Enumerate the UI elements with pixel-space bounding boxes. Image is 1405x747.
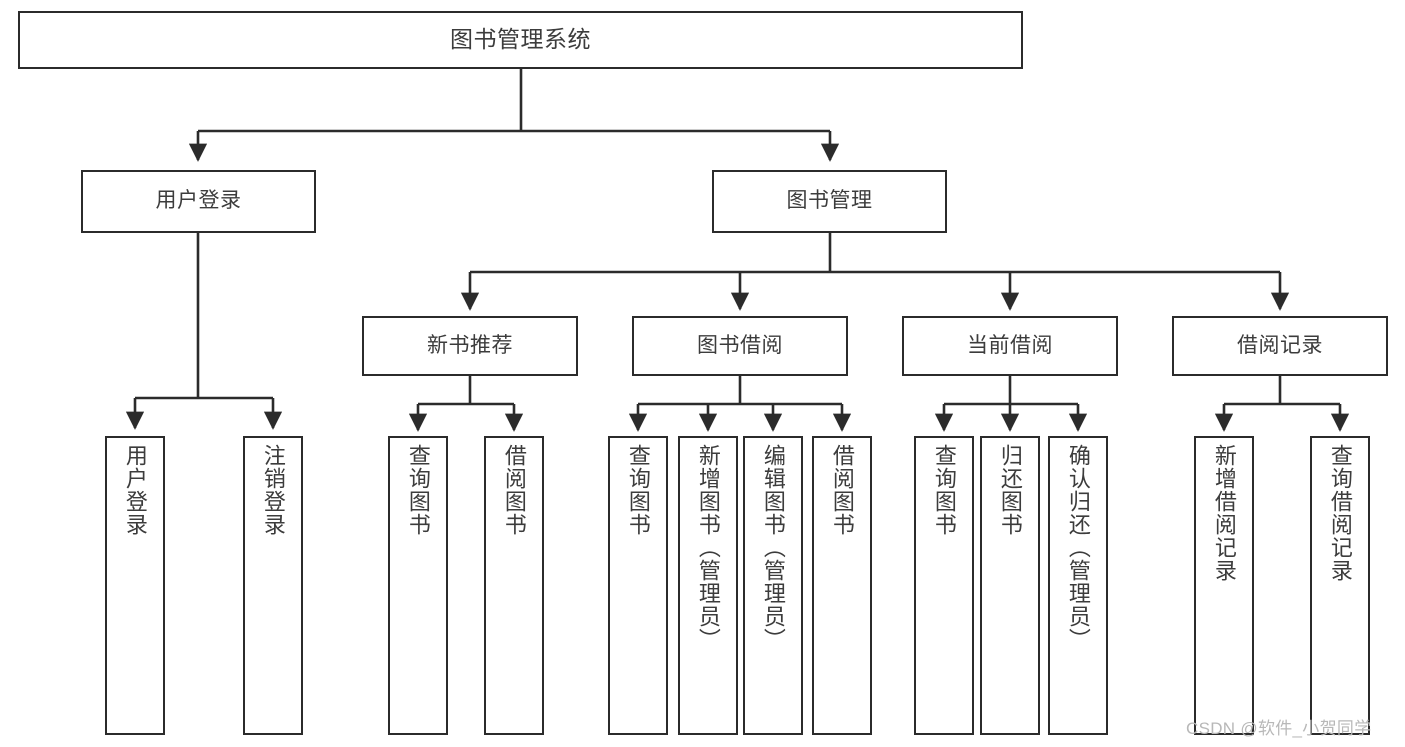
node-label: 用户登录: [155, 189, 242, 213]
node-label: 用户登录: [122, 444, 148, 536]
node-label: 注销登录: [260, 444, 286, 536]
leaf-newbook-borrow-book[interactable]: 借阅图书: [484, 436, 544, 735]
leaf-current-confirm-return[interactable]: 确认归还（管理员）: [1048, 436, 1108, 735]
node-label: 新增图书（管理员）: [695, 444, 721, 651]
leaf-current-query-book[interactable]: 查询图书: [914, 436, 974, 735]
node-label: 新书推荐: [427, 333, 513, 357]
node-label: 查询图书: [931, 444, 957, 536]
leaf-user-logout[interactable]: 注销登录: [243, 436, 303, 735]
node-label: 图书借阅: [697, 333, 783, 357]
node-label: 新增借阅记录: [1211, 444, 1237, 582]
node-label: 查询图书: [405, 444, 431, 536]
node-root-system[interactable]: 图书管理系统: [18, 11, 1023, 69]
node-book-management[interactable]: 图书管理: [712, 170, 947, 233]
leaf-borrow-query-book[interactable]: 查询图书: [608, 436, 668, 735]
node-current-borrow[interactable]: 当前借阅: [902, 316, 1118, 376]
leaf-record-add-record[interactable]: 新增借阅记录: [1194, 436, 1254, 735]
leaf-borrow-add-book[interactable]: 新增图书（管理员）: [678, 436, 738, 735]
leaf-current-return-book[interactable]: 归还图书: [980, 436, 1040, 735]
node-label: 查询图书: [625, 444, 651, 536]
node-new-book-recommend[interactable]: 新书推荐: [362, 316, 578, 376]
node-label: 归还图书: [997, 444, 1023, 536]
node-label: 当前借阅: [967, 333, 1053, 357]
node-label: 借阅记录: [1237, 333, 1323, 357]
csdn-watermark: CSDN @软件_小贺同学: [1186, 719, 1372, 738]
node-label: 确认归还（管理员）: [1065, 444, 1091, 651]
node-label: 借阅图书: [829, 444, 855, 536]
node-book-borrow[interactable]: 图书借阅: [632, 316, 848, 376]
node-label: 图书管理: [786, 189, 873, 213]
leaf-borrow-borrow-book[interactable]: 借阅图书: [812, 436, 872, 735]
leaf-borrow-edit-book[interactable]: 编辑图书（管理员）: [743, 436, 803, 735]
leaf-record-query-record[interactable]: 查询借阅记录: [1310, 436, 1370, 735]
node-label: 编辑图书（管理员）: [760, 444, 786, 651]
leaf-newbook-query-book[interactable]: 查询图书: [388, 436, 448, 735]
node-label: 图书管理系统: [450, 26, 591, 53]
node-user-login[interactable]: 用户登录: [81, 170, 316, 233]
node-borrow-records[interactable]: 借阅记录: [1172, 316, 1388, 376]
node-label: 查询借阅记录: [1327, 444, 1353, 582]
leaf-user-login[interactable]: 用户登录: [105, 436, 165, 735]
node-label: 借阅图书: [501, 444, 527, 536]
